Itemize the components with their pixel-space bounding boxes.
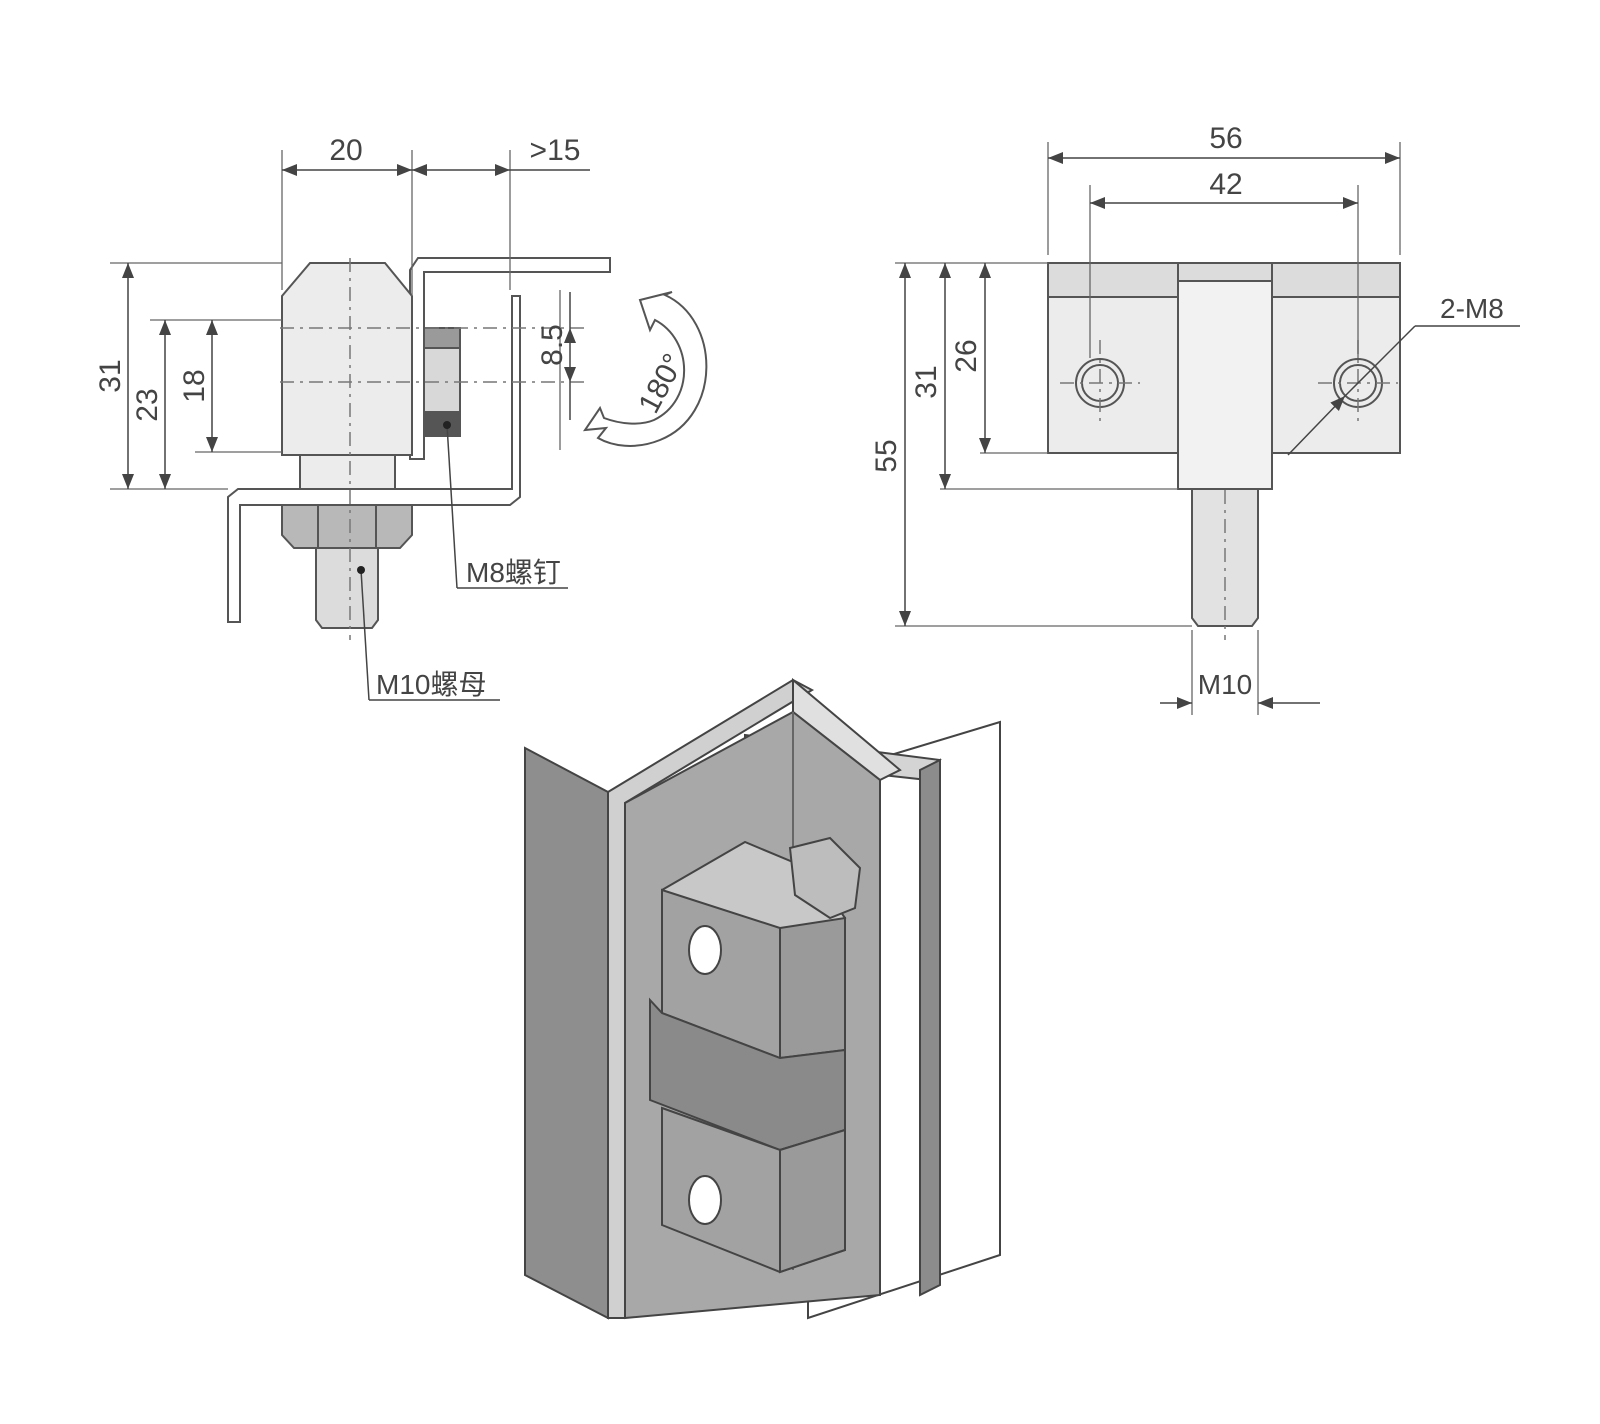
isometric-view [524, 677, 1001, 1320]
frame-bracket [227, 295, 521, 623]
dim-height-leaf: 26 [950, 339, 983, 372]
dim-hole-spacing: 42 [1209, 168, 1242, 201]
dim-height-mid: 23 [131, 388, 164, 421]
threaded-pin [315, 547, 379, 629]
dim-width-total: 56 [1209, 122, 1242, 155]
dim-offset: 8.5 [536, 324, 569, 366]
front-view [895, 142, 1520, 715]
nut-label: M10螺母 [376, 669, 486, 700]
iso-bottom-hole [688, 1175, 722, 1225]
dim-clearance: >15 [530, 134, 581, 167]
pin-collar [299, 454, 396, 490]
iso-middle-knuckle [649, 997, 846, 1152]
rotation-arrow-icon [582, 291, 708, 447]
dim-height-total: 31 [94, 359, 127, 392]
side-view [110, 150, 708, 701]
front-view-labels: 56 42 55 31 26 2-M8 M10 [870, 122, 1504, 700]
dim-height-total: 55 [870, 439, 903, 472]
hex-nut [281, 504, 413, 549]
iso-hex-nut [788, 836, 862, 920]
dim-height-body: 31 [910, 365, 943, 398]
knuckle [1177, 262, 1273, 490]
hole-label: 2-M8 [1440, 293, 1504, 324]
dim-width: 20 [329, 134, 362, 167]
iso-frame-profile [524, 746, 609, 1320]
thread-label: M10 [1198, 669, 1252, 700]
iso-top-hole [688, 925, 722, 975]
hinge-body [281, 262, 413, 456]
dim-height-inner: 18 [178, 369, 211, 402]
screw-label: M8螺钉 [466, 557, 561, 588]
